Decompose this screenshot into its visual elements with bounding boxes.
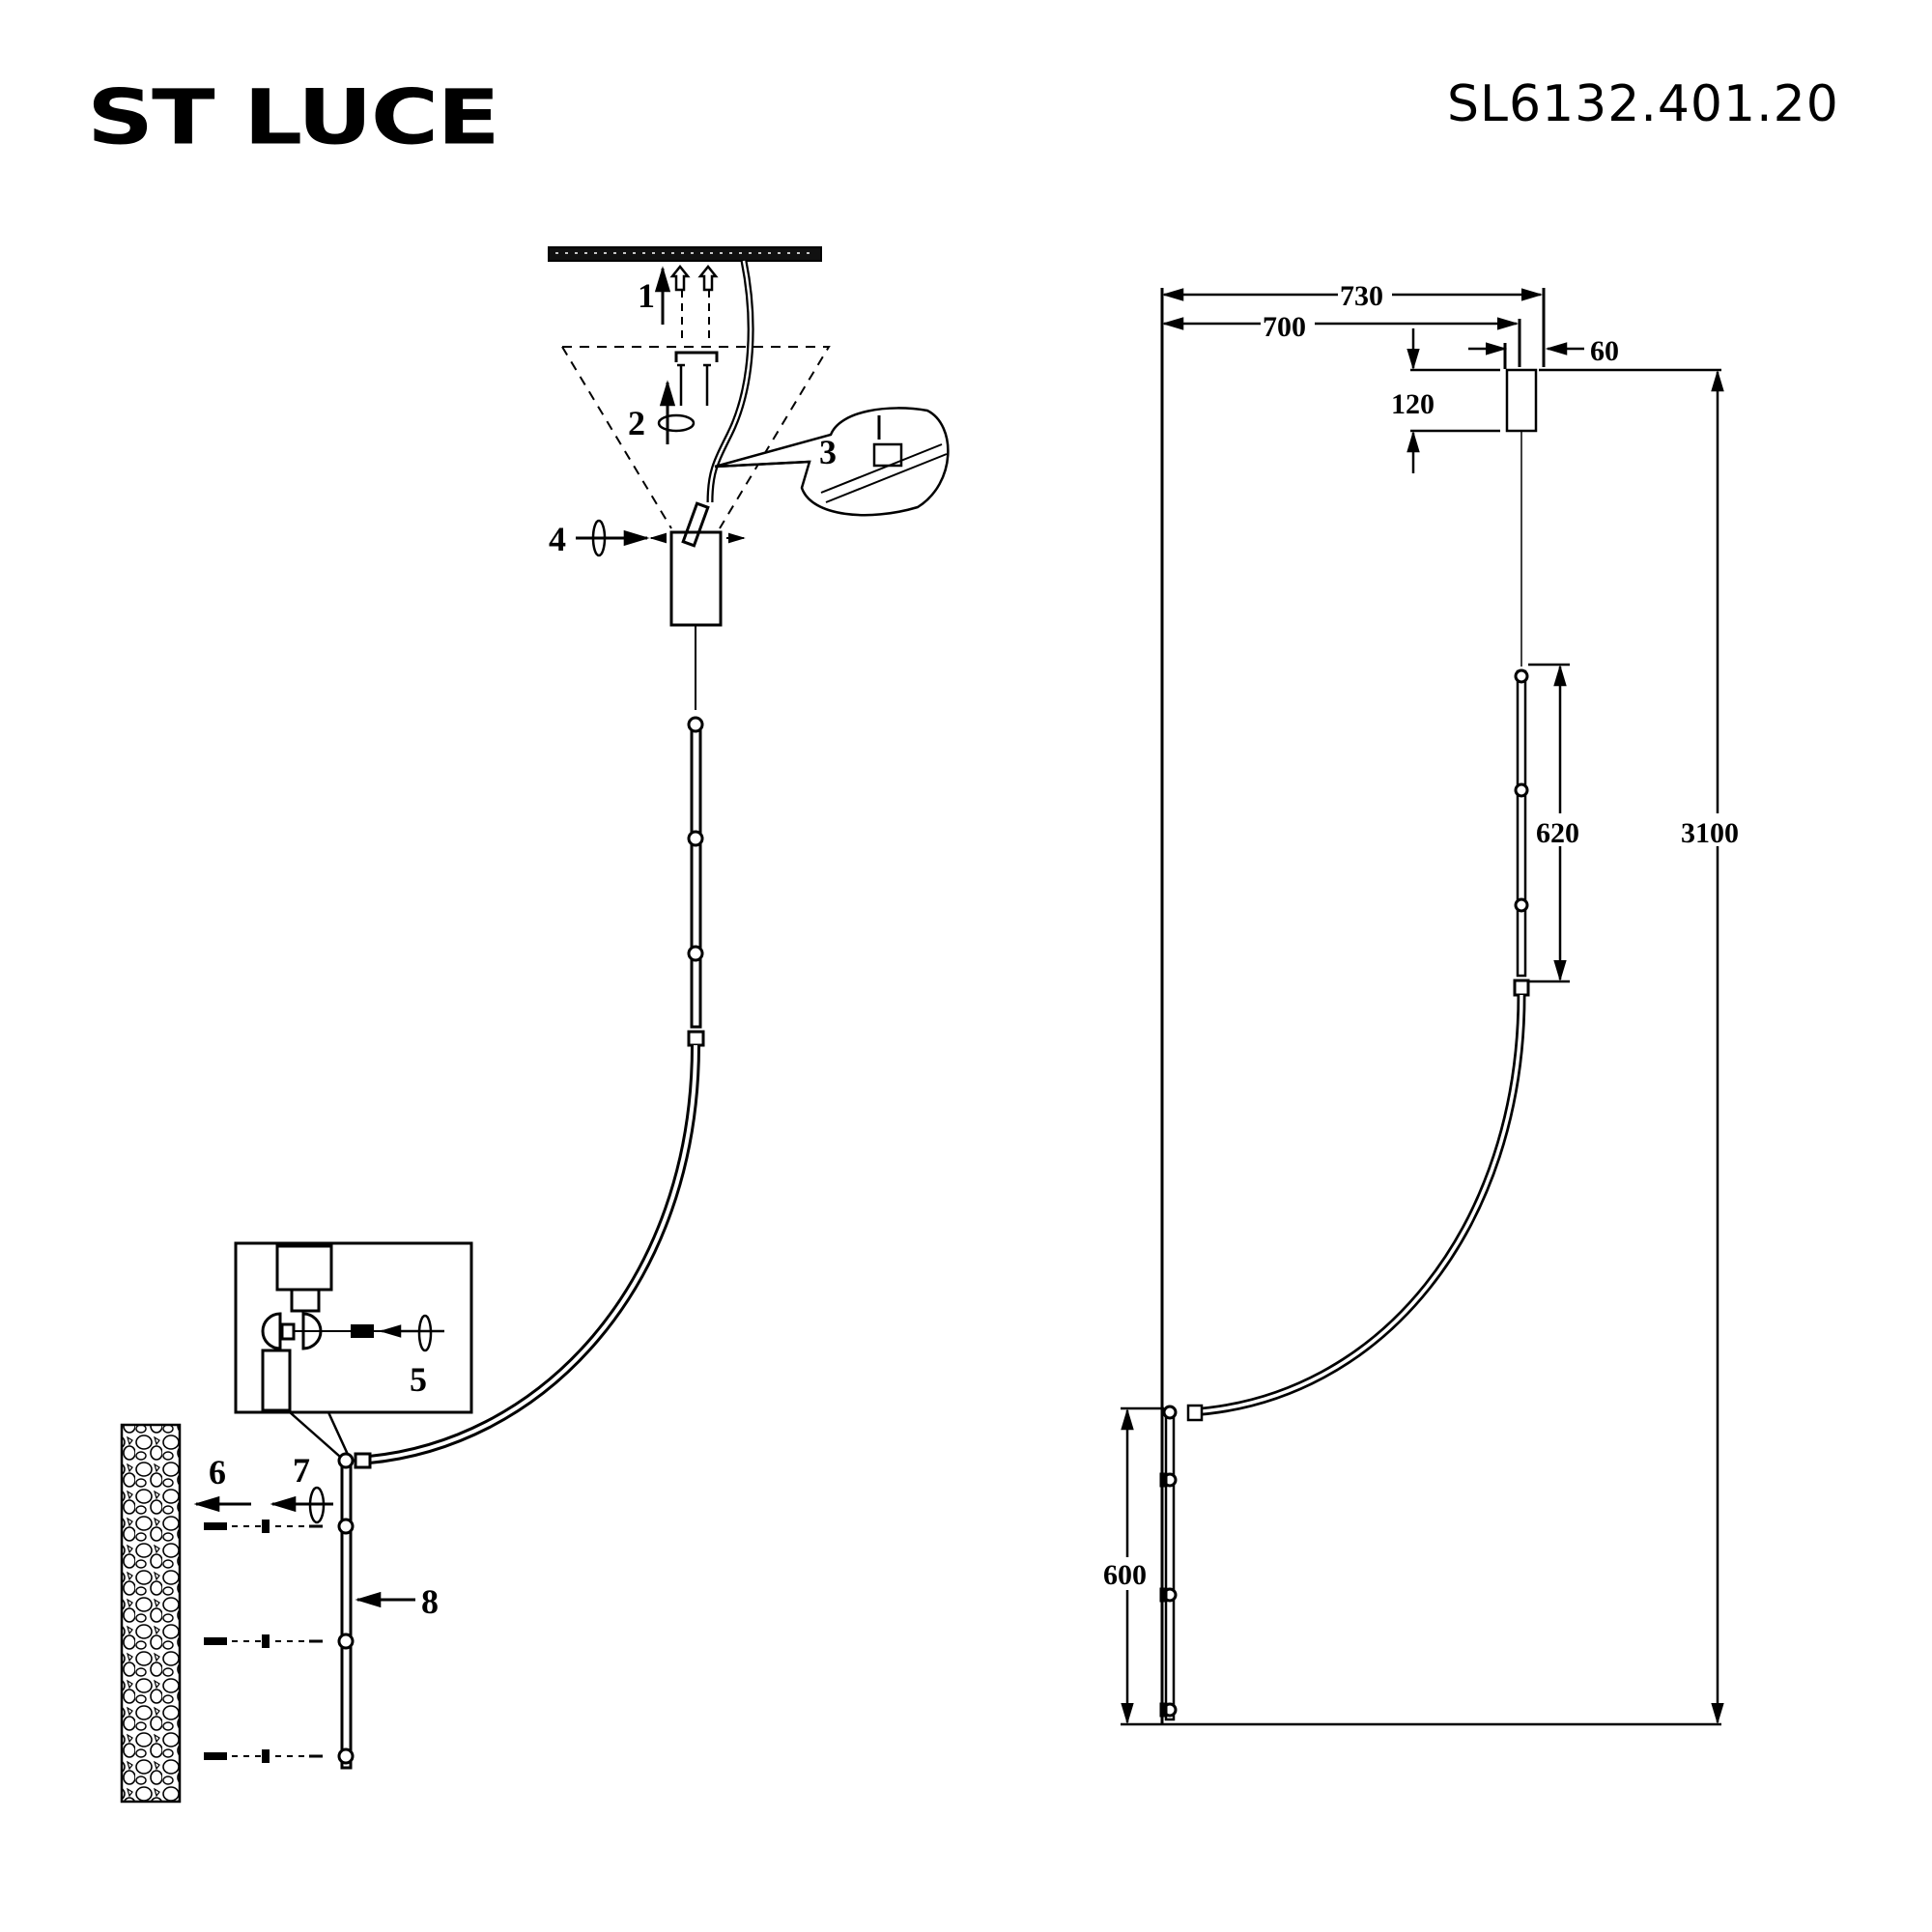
canopy-box	[669, 530, 723, 627]
wall-rod	[337, 1452, 355, 1770]
connector-icon	[681, 501, 710, 548]
dimension-drawing	[1121, 288, 1724, 1726]
rotate-icon	[417, 1314, 433, 1352]
brand-logo: ST LUCE	[87, 72, 500, 162]
step-label-8: 8	[421, 1582, 439, 1621]
terminal-block-callout	[714, 407, 950, 517]
step-label-4: 4	[549, 520, 566, 558]
step-label-7: 7	[293, 1451, 310, 1490]
wall-plug-icon	[669, 264, 719, 338]
step-label-1: 1	[638, 276, 655, 315]
rotate-icon	[308, 1486, 326, 1524]
installation-diagram	[120, 246, 950, 1804]
dimension-label-3100: 3100	[1681, 817, 1739, 849]
step-label-3: 3	[819, 433, 837, 471]
wall-rod	[1159, 1405, 1178, 1721]
canopy-outline	[561, 346, 831, 529]
step-label-6: 6	[209, 1453, 226, 1492]
dimension-label-120: 120	[1391, 388, 1435, 420]
model-number: SL6132.401.20	[1447, 75, 1839, 133]
bracket-icon	[674, 351, 719, 362]
rotate-icon	[591, 519, 607, 557]
ceiling-icon	[548, 246, 822, 262]
wall-icon	[120, 1423, 182, 1804]
rotate-icon	[657, 413, 696, 433]
canopy-box	[1505, 368, 1538, 433]
wall-screw-set	[204, 1520, 323, 1763]
screw-icon	[677, 363, 711, 406]
dimension-label-620: 620	[1536, 817, 1579, 849]
dimension-label-600: 600	[1103, 1559, 1147, 1591]
dimension-label-60: 60	[1590, 335, 1619, 367]
arc-rod	[1189, 994, 1526, 1417]
dimension-label-700: 700	[1263, 311, 1306, 343]
step-label-2: 2	[628, 404, 645, 442]
upper-rod	[687, 716, 705, 1047]
joint-detail-callout	[234, 1241, 473, 1464]
step-label-5: 5	[410, 1360, 427, 1399]
dimension-label-730: 730	[1340, 280, 1383, 312]
upper-rod	[1513, 668, 1530, 997]
